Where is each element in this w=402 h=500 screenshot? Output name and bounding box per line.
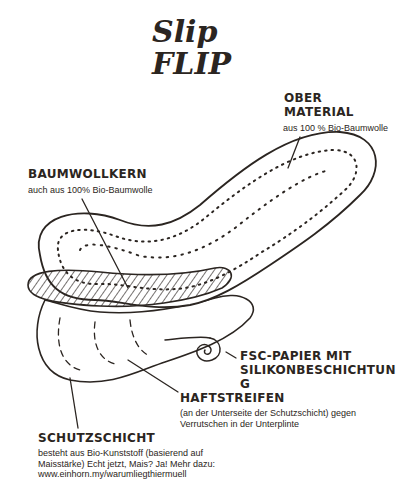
leader-line: [288, 137, 300, 168]
adhesive-strip: [94, 322, 115, 364]
part-name: FSC-PAPIER MIT SILIKONBESCHICHTUNG: [240, 350, 398, 391]
part-name: SCHUTZSCHICHT: [38, 432, 198, 446]
part-note: aus 100 % Bio-Baumwolle: [283, 123, 398, 134]
paper-roll: [165, 337, 210, 340]
cotton-core: [28, 268, 231, 307]
leader-line: [82, 199, 128, 288]
part-name: BAUMWOLLKERN: [28, 168, 188, 182]
paper-roll: [197, 338, 220, 361]
part-note: auch aus 100% Bio-Baumwolle: [28, 185, 198, 196]
leader-line: [226, 352, 236, 358]
part-note: besteht aus Bio-Kunststoff (basierend au…: [38, 448, 228, 480]
protective-layer: [37, 295, 253, 382]
part-name: OBER MATERIAL: [284, 92, 384, 120]
adhesive-strip: [58, 318, 80, 370]
leader-line: [70, 378, 78, 428]
part-name: HAFTSTREIFEN: [180, 392, 340, 406]
adhesive-strip: [130, 320, 150, 356]
leader-line: [128, 360, 178, 392]
part-note: (an der Unterseite der Schutzschicht) ge…: [180, 408, 390, 429]
top-stipple: [80, 170, 330, 258]
logo-title: Slip FLIP: [152, 16, 248, 79]
